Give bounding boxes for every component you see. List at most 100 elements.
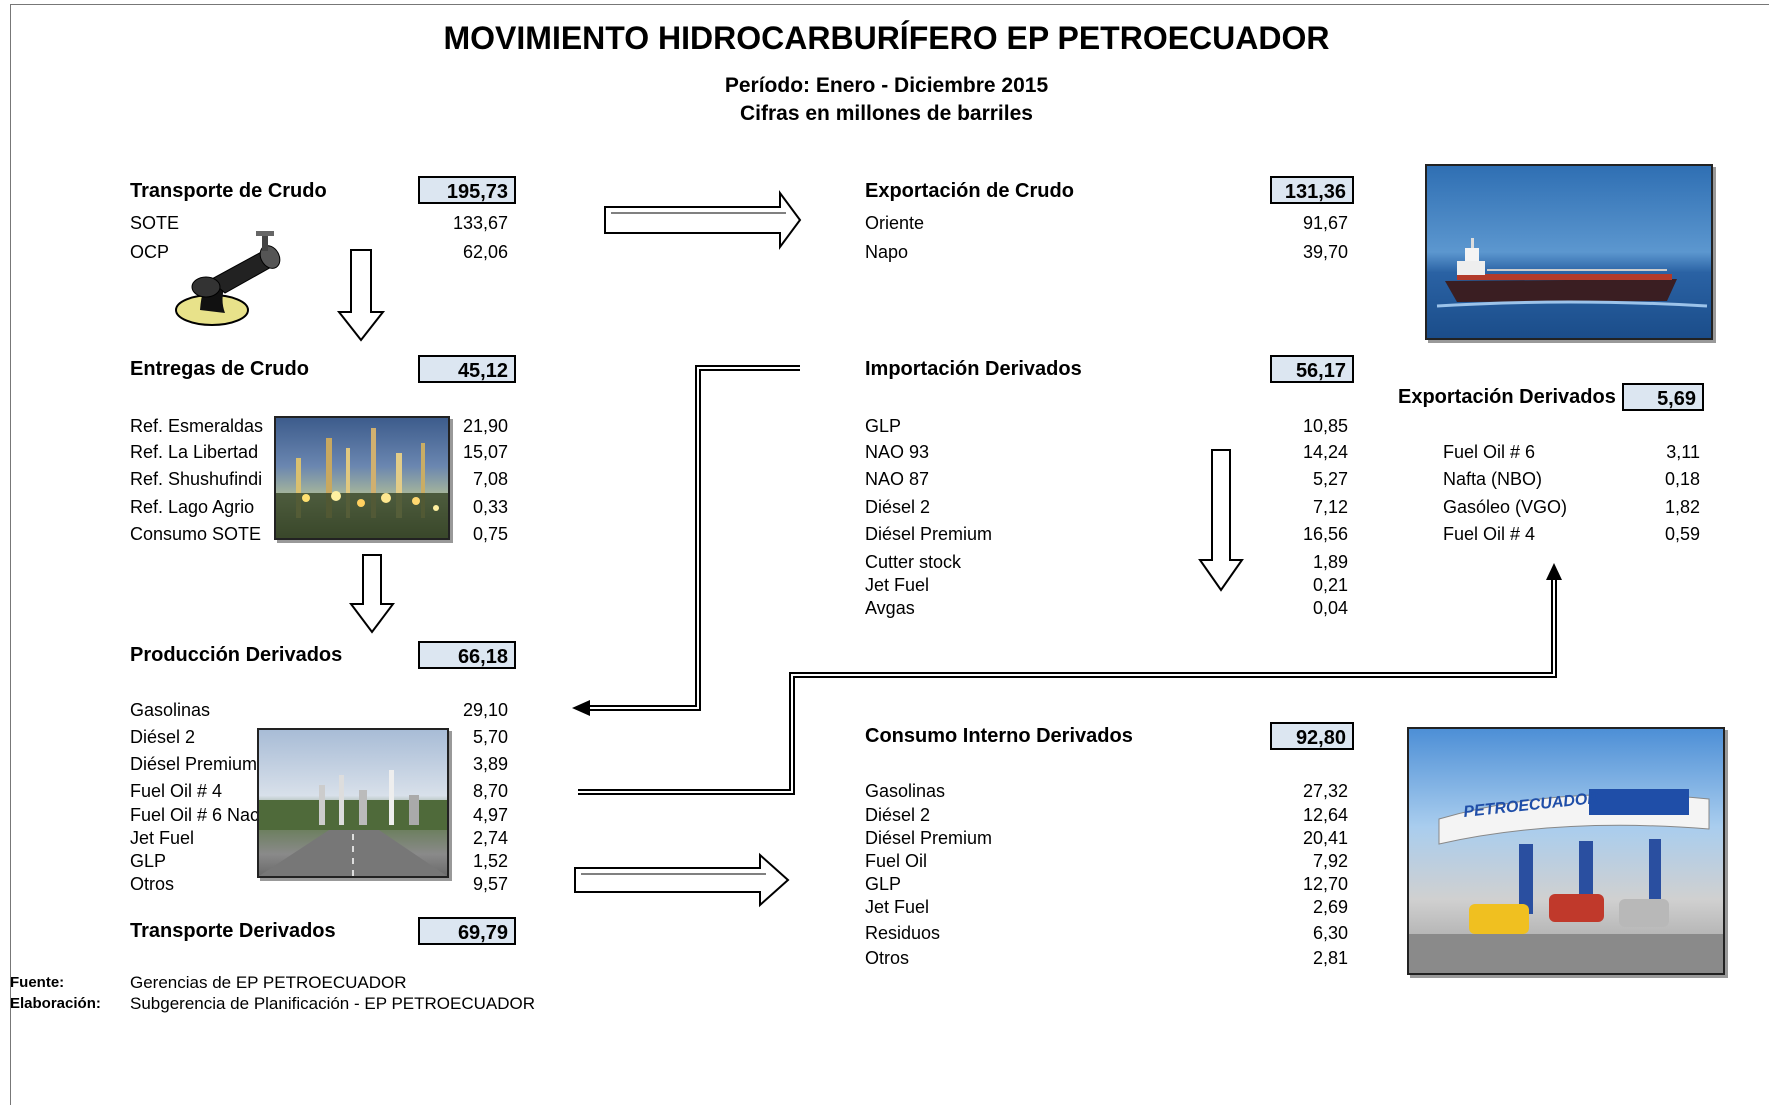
list-item-label: Ref. La Libertad bbox=[130, 442, 259, 462]
entregas-crudo-total: 45,12 bbox=[418, 355, 516, 383]
entregas-crudo-heading: Entregas de Crudo bbox=[130, 358, 309, 380]
list-item-value: 5,70 bbox=[472, 727, 508, 747]
exportacion-derivados-heading: Exportación Derivados bbox=[1398, 386, 1616, 408]
list-item-value: 29,10 bbox=[462, 700, 508, 720]
list-item-value: 12,70 bbox=[1302, 874, 1348, 894]
list-item-label: Jet Fuel bbox=[865, 575, 930, 595]
list-item-value: 1,82 bbox=[1664, 497, 1700, 517]
list-item-value: 27,32 bbox=[1302, 781, 1348, 801]
list-item-value: 4,97 bbox=[472, 805, 508, 825]
list-item-value: 5,27 bbox=[1312, 469, 1348, 489]
refinery-day-photo bbox=[257, 728, 449, 878]
list-item-label: Gasolinas bbox=[130, 700, 211, 720]
list-item-label: Jet Fuel bbox=[130, 828, 195, 848]
list-item-value: 7,08 bbox=[472, 469, 508, 489]
list-item-label: Residuos bbox=[865, 923, 941, 943]
list-item-value: 2,81 bbox=[1312, 948, 1348, 968]
refinery-photo bbox=[274, 416, 450, 540]
list-item-value: 2,74 bbox=[472, 828, 508, 848]
list-item-label: Avgas bbox=[865, 598, 915, 618]
list-item-label: Jet Fuel bbox=[865, 897, 930, 917]
list-item-label: Gasolinas bbox=[865, 781, 946, 801]
list-item-value: 0,21 bbox=[1312, 575, 1348, 595]
produccion-derivados-heading: Producción Derivados bbox=[130, 644, 343, 666]
list-item-label: Ref. Lago Agrio bbox=[130, 497, 255, 517]
list-item-label: GLP bbox=[865, 874, 902, 894]
list-item-value: 20,41 bbox=[1302, 828, 1348, 848]
units-subtitle: Cifras en millones de barriles bbox=[740, 102, 1033, 125]
list-item-value: 1,89 bbox=[1312, 552, 1348, 572]
list-item-value: 39,70 bbox=[1302, 242, 1348, 262]
footer-elaboracion: Subgerencia de Planificación - EP PETROE… bbox=[130, 994, 536, 1013]
page-title: MOVIMIENTO HIDROCARBURÍFERO EP PETROECUA… bbox=[443, 20, 1330, 56]
list-item-label: Otros bbox=[130, 874, 175, 894]
list-item-value: 91,67 bbox=[1302, 213, 1348, 233]
hollow-arrow-right-icon bbox=[604, 189, 802, 251]
list-item-label: Ref. Shushufindi bbox=[130, 469, 263, 489]
transporte-derivados-heading: Transporte Derivados bbox=[130, 920, 336, 942]
importacion-derivados-total: 56,17 bbox=[1270, 355, 1354, 383]
list-item-label: Nafta (NBO) bbox=[1443, 469, 1543, 489]
hollow-arrow-down-icon bbox=[349, 554, 395, 634]
list-item-value: 3,89 bbox=[472, 754, 508, 774]
list-item-value: 0,59 bbox=[1664, 524, 1700, 544]
list-item-label: Fuel Oil # 6 bbox=[1443, 442, 1536, 462]
oil-pipe-icon bbox=[175, 231, 281, 326]
list-item-value: 1,52 bbox=[472, 851, 508, 871]
list-item-label: Fuel Oil bbox=[865, 851, 928, 871]
list-item-value: 0,18 bbox=[1664, 469, 1700, 489]
transporte-crudo-total: 195,73 bbox=[418, 176, 516, 204]
list-item-value: 0,04 bbox=[1312, 598, 1348, 618]
arrowhead-up-icon bbox=[1546, 563, 1562, 580]
list-item-label: Fuel Oil # 4 bbox=[130, 781, 223, 801]
list-item-label: Diésel Premium bbox=[865, 828, 993, 848]
list-item-label: Diésel Premium bbox=[865, 524, 993, 544]
list-item-label: OCP bbox=[130, 242, 170, 262]
list-item-label: GLP bbox=[130, 851, 167, 871]
list-item-label: Diésel Premium bbox=[130, 754, 258, 774]
hollow-arrow-right-icon bbox=[574, 852, 790, 908]
list-item-label: NAO 87 bbox=[865, 469, 930, 489]
list-item-label: Diésel 2 bbox=[865, 497, 931, 517]
list-item-label: NAO 93 bbox=[865, 442, 930, 462]
footer-source: Gerencias de EP PETROECUADOR bbox=[130, 973, 407, 992]
list-item-value: 8,70 bbox=[472, 781, 508, 801]
list-item-label: Fuel Oil # 6 Nac bbox=[130, 805, 260, 825]
list-item-value: 15,07 bbox=[462, 442, 508, 462]
list-item-label: Gasóleo (VGO) bbox=[1443, 497, 1568, 517]
list-item-value: 7,12 bbox=[1312, 497, 1348, 517]
importacion-derivados-heading: Importación Derivados bbox=[865, 358, 1082, 380]
list-item-label: Diésel 2 bbox=[130, 727, 196, 747]
consumo-interno-heading: Consumo Interno Derivados bbox=[865, 725, 1133, 747]
list-item-label: Otros bbox=[865, 948, 910, 968]
list-item-value: 0,33 bbox=[472, 497, 508, 517]
list-item-value: 14,24 bbox=[1302, 442, 1348, 462]
list-item-value: 6,30 bbox=[1312, 923, 1348, 943]
transporte-crudo-heading: Transporte de Crudo bbox=[130, 180, 327, 202]
list-item-value: 9,57 bbox=[472, 874, 508, 894]
exportacion-derivados-total: 5,69 bbox=[1622, 383, 1704, 411]
list-item-value: 2,69 bbox=[1312, 897, 1348, 917]
exportacion-crudo-heading: Exportación de Crudo bbox=[865, 180, 1074, 202]
list-item-value: 133,67 bbox=[452, 213, 508, 233]
list-item-label: Oriente bbox=[865, 213, 925, 233]
list-item-label: SOTE bbox=[130, 213, 180, 233]
consumo-interno-total: 92,80 bbox=[1270, 722, 1354, 750]
list-item-value: 0,75 bbox=[472, 524, 508, 544]
flow-connectors bbox=[336, 189, 1562, 908]
gas-station-photo: PETROECUADOR bbox=[1407, 727, 1725, 975]
list-item-label: Fuel Oil # 4 bbox=[1443, 524, 1536, 544]
list-item-label: Ref. Esmeraldas bbox=[130, 416, 264, 436]
list-item-value: 3,11 bbox=[1666, 442, 1700, 462]
hollow-arrow-down-icon bbox=[336, 249, 386, 342]
list-item-value: 10,85 bbox=[1302, 416, 1348, 436]
list-item-label: Cutter stock bbox=[865, 552, 962, 572]
page-frame bbox=[10, 4, 1769, 1105]
list-item-label: GLP bbox=[865, 416, 902, 436]
list-item-label: Napo bbox=[865, 242, 909, 262]
list-item-value: 16,56 bbox=[1302, 524, 1348, 544]
period-subtitle: Período: Enero - Diciembre 2015 bbox=[724, 74, 1049, 97]
produccion-derivados-total: 66,18 bbox=[418, 641, 516, 669]
list-item-value: 62,06 bbox=[462, 242, 508, 262]
tanker-ship-photo bbox=[1425, 164, 1713, 340]
